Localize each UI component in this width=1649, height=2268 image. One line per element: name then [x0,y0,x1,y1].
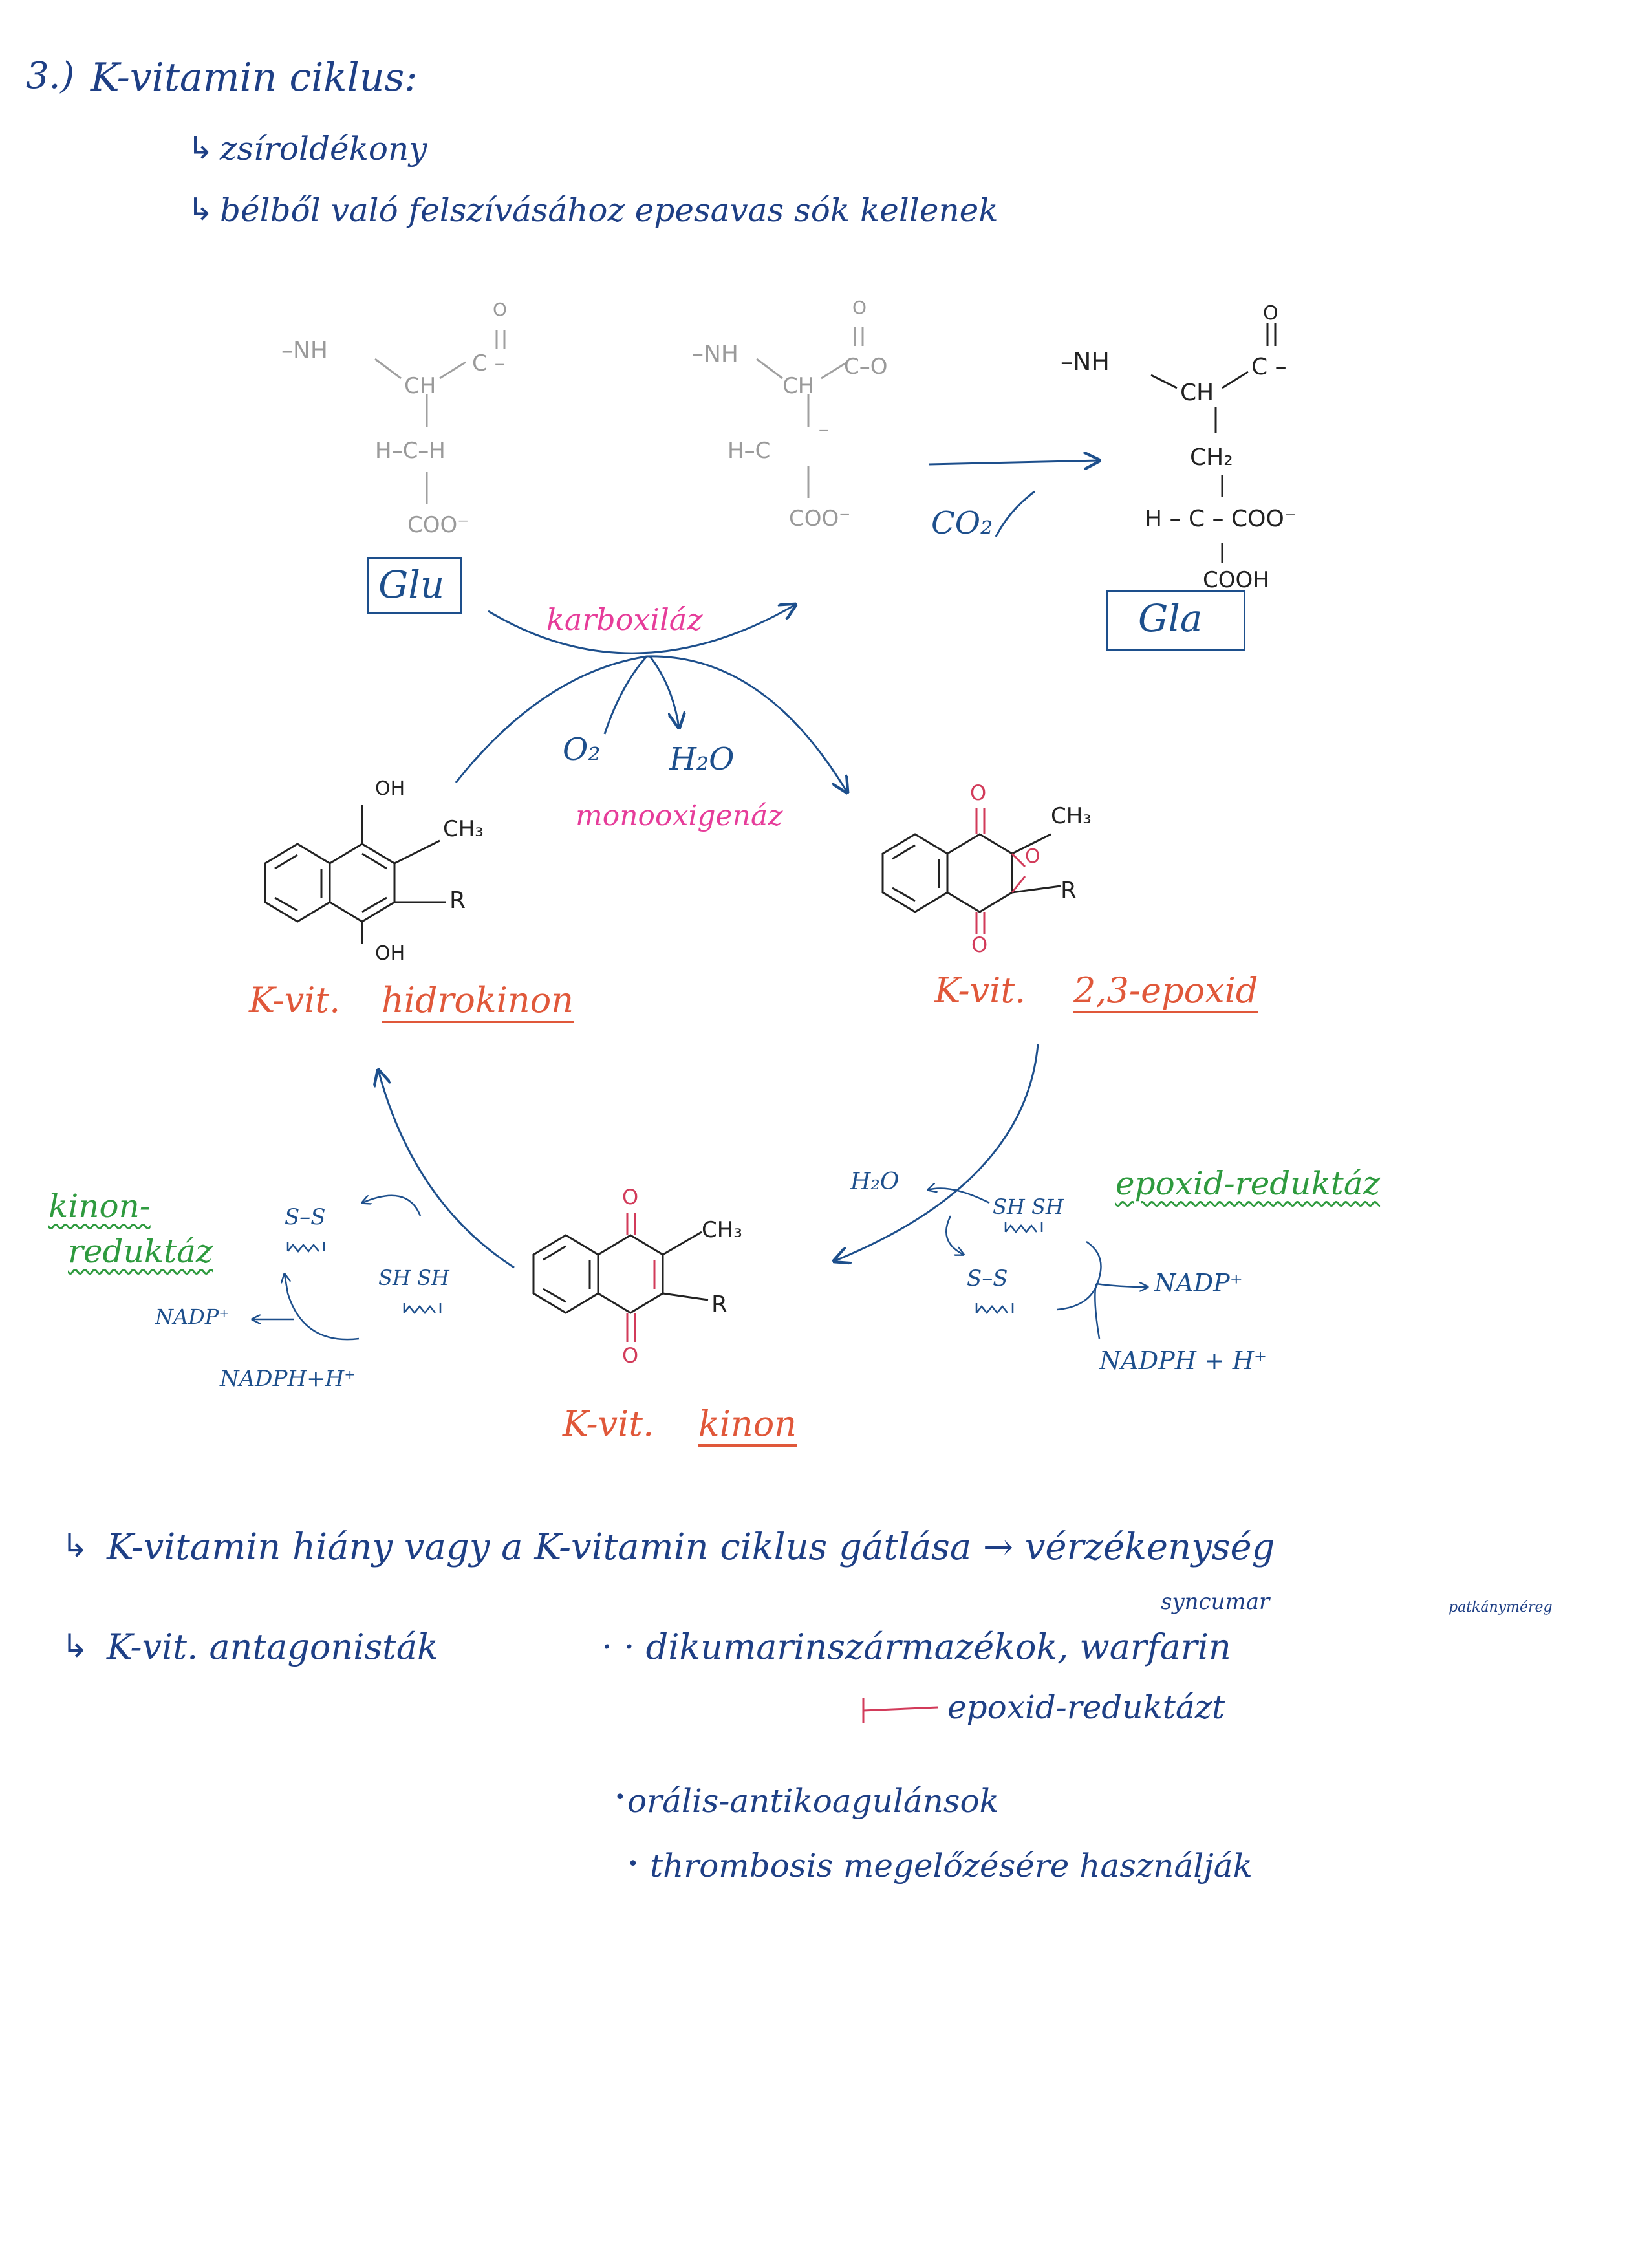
epoxide-to-quinone-arrow [834,1044,1039,1261]
antagonists-prefix: K-vit. antagonisták [107,1626,438,1667]
h2o-release-arrow [928,1189,990,1204]
oral-anticoagulants: orális-antikoagulánsok [627,1782,999,1820]
right-nadph: NADPH + H⁺ [1099,1346,1267,1375]
hq-oh-top: OH [375,777,405,800]
hydroquinone-rings [264,805,446,944]
page-title: K-vitamin ciklus: [91,55,418,100]
bullet-dot-2: • [627,1853,639,1875]
glu-label-box [367,557,462,614]
gla-hc-coo: H – C – COO⁻ [1145,506,1297,532]
right-h2o: H₂O [850,1169,900,1195]
epoxide-carbonyls [975,808,1026,934]
arrow-icon: ↳ [61,1527,89,1564]
left-nadp: NADP⁺ [155,1304,230,1329]
epoxide-reductase-label: epoxid-reduktáz [1116,1165,1381,1202]
quinone-to-hydroquinone-arrow [378,1070,515,1269]
glu-b-ch: CH [782,373,815,399]
q-o2: O [622,1343,639,1368]
inhibits-epoxide-reductase: epoxid-reduktázt [947,1689,1225,1726]
glu-b-coo: COO⁻ [789,506,851,532]
monooxygenase-label: monooxigenáz [576,799,783,832]
thrombosis-prevention: thrombosis megelőzésére használják [650,1847,1253,1885]
glu-intermediate-bonds [756,327,864,498]
glu-b-nh: –NH [692,341,738,367]
quinone-prefix: K-vit. [563,1403,654,1444]
arrow-icon: ↳ [61,1627,89,1665]
ep-ch3: CH₃ [1051,803,1092,829]
rat-poison-note: patkányméreg [1449,1599,1553,1615]
glu-o: O [493,299,508,320]
ep-o2: O [971,933,988,957]
to-gla-arrow [929,460,1099,464]
hq-ch3: CH₃ [443,816,484,842]
epoxide-prefix: K-vit. [934,970,1026,1011]
hydroquinone-name: hidrokinon [382,983,574,1023]
co2-label: CO₂ [931,505,993,541]
ep-r: R [1061,878,1077,904]
h2o-top-label: H₂O [669,741,735,777]
arrow-icon: ↳ [188,130,214,166]
quinone-rings [532,1231,709,1314]
ep-epoxy-o: O [1025,845,1040,868]
arrow-icon: ↳ [188,191,214,228]
inhibition-bar [862,1698,938,1723]
quinone-reductase-label-1: kinon- [48,1187,151,1225]
ep-o1: O [970,781,987,805]
hq-oh-bottom: OH [375,942,405,965]
bullet-fat-soluble: zsíroldékony [220,130,427,167]
right-s-s: S–S [967,1266,1008,1291]
left-s-s: S–S [285,1204,326,1230]
h2o-out-arrow [649,656,679,728]
right-nadp: NADP⁺ [1154,1269,1243,1297]
glu-b-minus: ⁻ [818,422,830,448]
deficiency-line: K-vitamin hiány vagy a K-vitamin ciklus … [107,1526,1275,1568]
gla-bonds [1150,323,1277,563]
q-o1: O [622,1185,639,1209]
glu-b-hc: H–C [727,438,771,464]
carboxylation-arrow [488,605,795,654]
syncumar-note: syncumar [1161,1589,1270,1615]
glu-coo: COO⁻ [407,512,469,538]
glu-ch: CH [404,373,436,399]
gla-label-box [1106,590,1245,651]
quinone-name: kinon [698,1407,797,1447]
gla-nh: –NH [1061,347,1110,376]
glu-co: C – [472,351,506,376]
o2-curve [603,656,648,735]
glu-b-o: O [852,297,867,318]
hq-r: R [449,887,466,914]
gla-ch2: CH₂ [1190,444,1233,471]
left-sh-sh: SH SH [378,1266,449,1290]
bullet-absorption: bélből való felszívásához epesavas sók k… [220,191,998,229]
glu-nh: –NH [281,338,328,364]
quinone-carbonyls [626,1213,656,1342]
antagonists-items: · · dikumarinszármazékok, warfarin [601,1626,1231,1667]
gla-o: O [1263,302,1278,325]
section-number: 3.) [26,55,75,97]
co2-curve [995,490,1035,537]
glu-bonds [374,330,506,504]
quinone-reductase-label-2: reduktáz [68,1233,213,1270]
left-nadph: NADPH+H⁺ [220,1366,356,1392]
monooxygenase-arrow [455,655,847,792]
glu-label: Glu [378,563,445,607]
gla-ch: CH [1180,380,1214,406]
bullet-dot-1: • [614,1786,626,1809]
gla-cooh: COOH [1203,567,1269,593]
right-sh-sh: SH SH [993,1194,1064,1219]
hydroquinone-prefix: K-vit. [249,980,341,1021]
glu-b-co: C–O [844,354,888,380]
carboxylase-label: karboxiláz [546,602,703,637]
gla-co: C – [1251,354,1287,380]
epoxide-name: 2,3-epoxid [1073,973,1258,1013]
q-ch3: CH₃ [702,1217,742,1243]
epoxide-rings [881,833,1061,913]
glu-hch: H–C–H [375,438,446,464]
gla-label: Gla [1138,596,1203,640]
o2-label: O₂ [563,731,601,768]
q-r: R [711,1291,728,1318]
